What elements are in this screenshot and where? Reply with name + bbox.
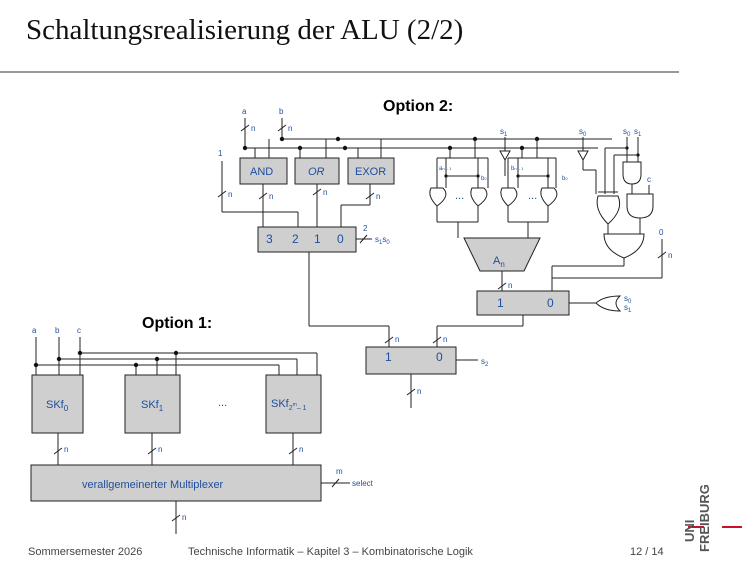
s1-buffer-icon: [499, 150, 511, 162]
or-out-width: n: [323, 188, 327, 197]
and-out-width: n: [269, 192, 273, 201]
general-mux-out-width: n: [182, 513, 186, 522]
skf1-out-width: n: [158, 445, 162, 454]
mux4-sel-s1: s1s0: [375, 235, 390, 246]
university-logo: UNI FREIBURG: [682, 484, 752, 554]
skf-block-0-label: SKf0: [46, 399, 69, 413]
mux2-upper-sel-or-gate: [595, 295, 622, 312]
ctrl-c-label: c: [647, 175, 651, 184]
opt2-input-one: 1: [218, 149, 223, 158]
adder-in-b0-left: b0: [481, 176, 487, 182]
option1-heading: Option 1:: [142, 315, 212, 332]
skf-block-n: [265, 374, 322, 434]
adder-block: [463, 237, 541, 272]
general-mux-label: verallgemeinerter Multiplexer: [82, 479, 224, 491]
adder-or-gate: [500, 187, 518, 207]
footer-page-number: 12 / 14: [630, 546, 664, 558]
mux2-upper-out-width: n: [443, 335, 447, 344]
adder-s0-label: s0: [579, 127, 587, 138]
adder-in-b0-right: b0: [562, 176, 568, 182]
logo-freiburg-text: FREIBURG: [697, 484, 712, 552]
adder-or-gate: [429, 187, 447, 207]
logo-uni-text: UNI: [682, 519, 697, 542]
opt2-input-a: a: [242, 107, 247, 116]
mux2-upper-in0: 0: [547, 296, 554, 310]
mux4-in1: 1: [314, 232, 321, 246]
adder-out-width: n: [508, 281, 512, 290]
skf0-out-width: n: [64, 445, 68, 454]
title-divider: [0, 71, 679, 73]
mux2-upper-block: [476, 290, 570, 316]
skf-block-n-label: SKf2m– 1: [271, 398, 307, 412]
opt2-a-width: n: [251, 124, 255, 133]
skf-dots: ...: [218, 397, 227, 409]
opt1-input-c: c: [77, 326, 81, 335]
footer-chapter: Technische Informatik – Kapitel 3 – Komb…: [188, 546, 473, 558]
mux2-lower-in0: 0: [436, 350, 443, 364]
mux2-upper-sel-s0: s0: [624, 294, 632, 305]
adder-in-a-n1: an – 1: [439, 166, 452, 172]
adder-or-gate: [540, 187, 558, 207]
exor-gate-label: EXOR: [355, 166, 386, 178]
mux2-lower-out-width: n: [417, 387, 421, 396]
ctrl-and-gate: [622, 161, 642, 185]
mux4-in3: 3: [266, 232, 273, 246]
ctrl-xor-gate: [596, 195, 621, 225]
footer-semester: Sommersemester 2026: [28, 546, 143, 558]
opt1-input-b: b: [55, 326, 60, 335]
and-gate-block: [239, 157, 288, 185]
and-gate-label: AND: [250, 166, 273, 178]
mux2-upper-sel-s1: s1: [624, 303, 632, 314]
logo-rule: [722, 526, 742, 528]
mux2-lower-in1: 1: [385, 350, 392, 364]
skf-block-1-label: SKf1: [141, 399, 164, 413]
zero-width: n: [668, 251, 672, 260]
option2-heading: Option 2:: [383, 98, 453, 115]
adder-s1-label: s1: [500, 127, 508, 138]
exor-gate-block: [347, 157, 395, 185]
select-width: m: [336, 467, 343, 476]
mux4-in0: 0: [337, 232, 344, 246]
adder-in-b-n1: bn – 1: [511, 166, 524, 172]
or-gate-label: OR: [308, 166, 325, 178]
opt1-input-a: a: [32, 326, 37, 335]
adder-label: An: [493, 255, 505, 269]
exor-out-width: n: [376, 192, 380, 201]
ctrl-s1-label: s1: [634, 127, 642, 138]
one-width: n: [228, 190, 232, 199]
select-label: select: [352, 479, 374, 488]
logo-rule: [688, 526, 704, 528]
or-gate-block: [294, 157, 340, 185]
mux4-in2: 2: [292, 232, 299, 246]
opt2-b-width: n: [288, 124, 292, 133]
ctrl-and-gate-c: [626, 193, 654, 219]
opt2-input-b: b: [279, 107, 284, 116]
slide-title: Schaltungsrealisierung der ALU (2/2): [26, 14, 464, 46]
ctrl-or-gate: [603, 233, 645, 259]
adder-or-gate: [470, 187, 488, 207]
mux2-lower-sel: s2: [481, 357, 489, 368]
s0-buffer-icon: [577, 150, 589, 162]
ctrl-s0-label: s0: [623, 127, 631, 138]
adder-dots-right: ...: [528, 190, 537, 202]
opt2-input-zero: 0: [659, 228, 664, 237]
skfn-out-width: n: [299, 445, 303, 454]
mux4-out-width: n: [395, 335, 399, 344]
adder-dots-left: ...: [455, 190, 464, 202]
skf-block-1: [124, 374, 181, 434]
mux4-sel-width: 2: [363, 224, 368, 233]
mux2-upper-in1: 1: [497, 296, 504, 310]
